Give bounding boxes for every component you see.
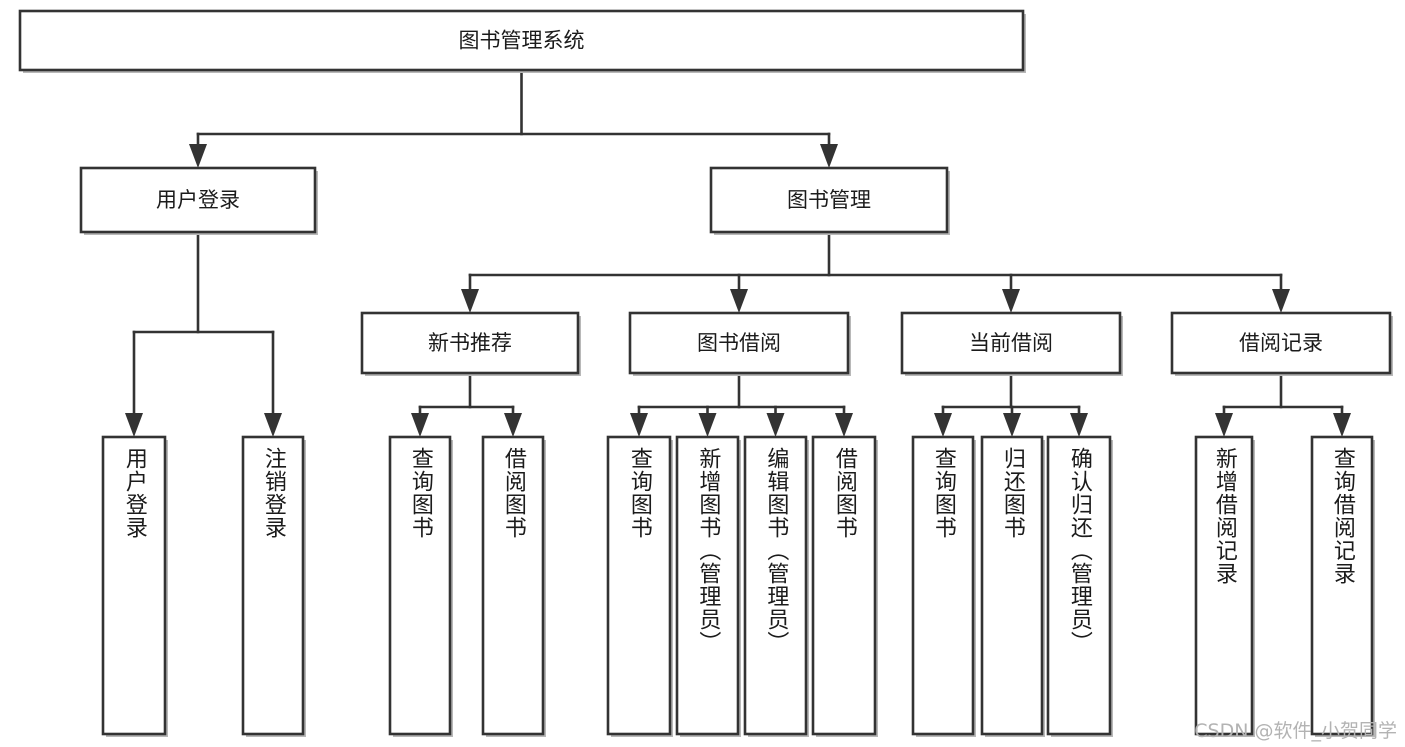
arrowhead-book-borrow-leaf-3 <box>835 413 853 437</box>
node-user-login-label: 用户登录 <box>156 188 240 212</box>
arrowhead-borrow-record-leaf-1 <box>1333 413 1351 437</box>
node-leaf-add-book[interactable] <box>675 435 741 737</box>
arrowhead-root-branch-1 <box>820 144 838 168</box>
arrowhead-new-book-rec-leaf-0 <box>411 413 429 437</box>
node-new-book-rec[interactable]: 新书推荐 <box>360 311 581 376</box>
node-leaf-edit-book[interactable] <box>743 435 809 737</box>
node-user-login[interactable]: 用户登录 <box>79 166 318 235</box>
node-leaf-return-book[interactable] <box>980 435 1045 737</box>
arrowhead-book-borrow-leaf-2 <box>766 413 785 437</box>
arrowhead-bookmanage-branch-1 <box>730 289 748 313</box>
node-leaf-query-book-rec[interactable] <box>388 435 453 737</box>
node-leaf-add-record[interactable] <box>1194 435 1255 737</box>
node-book-manage-label: 图书管理 <box>787 188 871 212</box>
arrowhead-bookmanage-branch-0 <box>461 289 479 313</box>
arrowhead-bookmanage-branch-2 <box>1002 289 1020 313</box>
arrowhead-user-login-leaf-0 <box>125 413 143 437</box>
node-borrow-record-label: 借阅记录 <box>1239 331 1323 355</box>
arrowhead-current-borrow-leaf-0 <box>934 413 952 437</box>
node-leaf-confirm-return[interactable] <box>1046 435 1113 737</box>
arrowhead-borrow-record-leaf-0 <box>1215 413 1233 437</box>
node-leaf-query-record[interactable] <box>1310 435 1375 737</box>
node-book-borrow-label: 图书借阅 <box>697 331 781 355</box>
node-leaf-borrow-book[interactable] <box>811 435 878 737</box>
node-current-borrow-label: 当前借阅 <box>969 331 1053 355</box>
node-leaf-logout[interactable] <box>241 435 306 737</box>
arrowhead-new-book-rec-leaf-1 <box>504 413 522 437</box>
node-root-label: 图书管理系统 <box>459 29 585 53</box>
node-leaf-user-login[interactable] <box>101 435 168 737</box>
arrowhead-book-borrow-leaf-0 <box>630 413 648 437</box>
node-borrow-record[interactable]: 借阅记录 <box>1170 311 1393 376</box>
node-leaf-borrow-book-rec[interactable] <box>481 435 546 737</box>
arrowhead-root-branch-0 <box>189 144 207 168</box>
watermark-text: CSDN @软件_小贺同学 <box>1194 720 1397 742</box>
node-new-book-rec-label: 新书推荐 <box>428 331 512 355</box>
node-root[interactable]: 图书管理系统 <box>18 9 1026 73</box>
arrowhead-book-borrow-leaf-1 <box>698 413 717 437</box>
node-book-manage[interactable]: 图书管理 <box>709 166 950 235</box>
arrowhead-user-login-leaf-1 <box>264 413 282 437</box>
node-current-borrow[interactable]: 当前借阅 <box>900 311 1123 376</box>
node-book-borrow[interactable]: 图书借阅 <box>628 311 851 376</box>
node-leaf-query-book-borrow[interactable] <box>606 435 673 737</box>
node-leaf-query-book-cur[interactable] <box>911 435 976 737</box>
arrowhead-bookmanage-branch-3 <box>1272 289 1290 313</box>
arrowhead-current-borrow-leaf-1 <box>1003 413 1021 437</box>
arrowhead-current-borrow-leaf-2 <box>1070 413 1088 437</box>
connector-layer <box>125 68 1351 437</box>
